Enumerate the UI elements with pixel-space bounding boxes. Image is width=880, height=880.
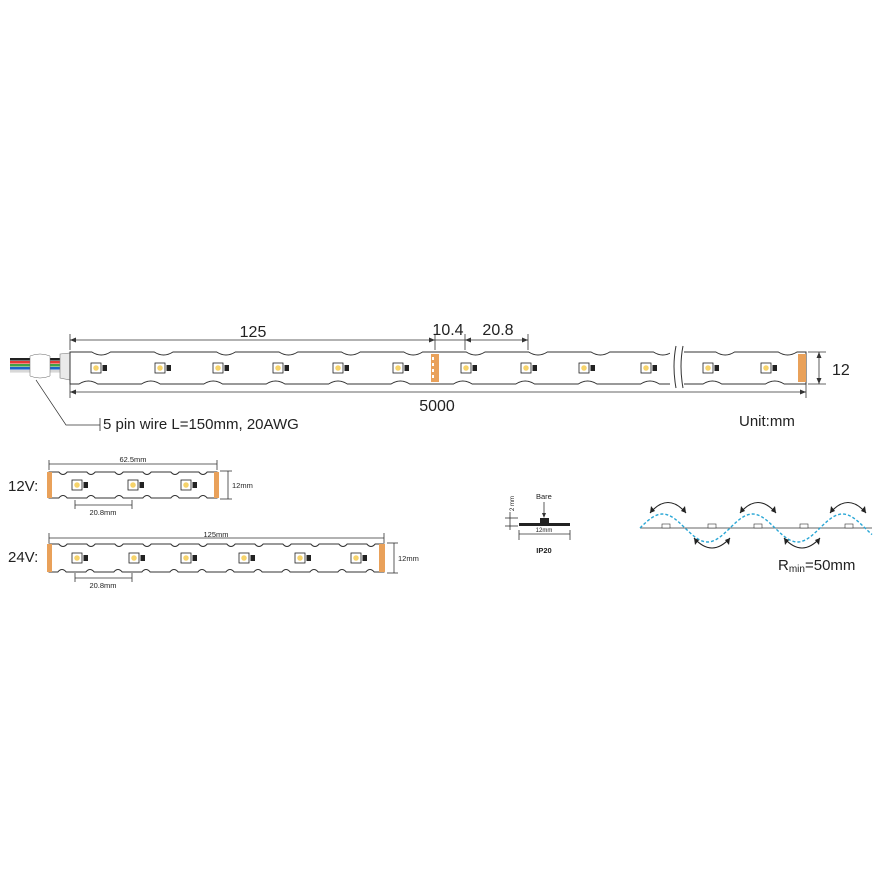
main-strip: 125 10.4 20.8 12 5000 — [10, 322, 850, 433]
ip-rating: IP20 — [536, 546, 551, 555]
led-chip — [272, 362, 289, 374]
unit-label: Unit:mm — [739, 413, 795, 430]
strip-24v-pad-right — [379, 544, 385, 572]
led-chip — [702, 362, 719, 374]
strip-24v: 24V: 125mm 20.8mm 12mm — [8, 530, 419, 590]
pcb-section — [519, 523, 570, 526]
cut-pads-middle — [431, 354, 439, 382]
dim-segment-label: 125 — [240, 324, 267, 341]
led-chip — [180, 479, 197, 491]
led-chip — [640, 362, 657, 374]
dim-pitch: 20.8 — [465, 322, 529, 350]
wire-note: 5 pin wire L=150mm, 20AWG — [103, 416, 299, 433]
dim-gap-label: 10.4 — [432, 322, 463, 339]
led-chip — [212, 362, 229, 374]
led-chip — [127, 479, 144, 491]
led-chip — [128, 552, 145, 564]
strip-12v-leds — [71, 479, 197, 491]
led-chip — [238, 552, 255, 564]
strip-12v-pad-right — [214, 472, 219, 498]
led-chip — [71, 552, 88, 564]
break-mark — [670, 345, 684, 389]
bend-wave — [639, 513, 873, 543]
dim-width: 12 — [808, 351, 850, 385]
wave-leds — [661, 523, 854, 529]
strip-24v-label: 24V: — [8, 549, 38, 566]
led-chip — [578, 362, 595, 374]
dim-segment: 125 — [69, 324, 436, 350]
led-chip — [520, 362, 537, 374]
cross-section: Bare 2 mm 12mm IP20 — [505, 492, 571, 555]
dim-total: 5000 — [69, 384, 807, 415]
dim-total-label: 5000 — [419, 398, 455, 415]
strip-12v: 12V: 62.5mm 20.8mm 12mm — [8, 455, 253, 517]
bend-diagram: Rmin=50mm — [639, 501, 873, 575]
strip-24v-dim-width: 12mm — [398, 554, 419, 563]
strip-12v-dim-width: 12mm — [232, 481, 253, 490]
led-chip — [294, 552, 311, 564]
main-strip-leds — [90, 362, 777, 374]
led-chip — [540, 518, 549, 523]
strip-24v-dim-segment: 125mm — [203, 530, 228, 539]
cut-pads-end — [798, 354, 806, 382]
strip-24v-dim-pitch: 20.8mm — [89, 581, 116, 590]
dim-gap: 10.4 — [432, 322, 466, 350]
led-chip — [154, 362, 171, 374]
strip-12v-dim-segment: 62.5mm — [119, 455, 146, 464]
led-chip — [332, 362, 349, 374]
wire-callout: 5 pin wire L=150mm, 20AWG — [35, 379, 299, 433]
strip-24v-leds — [71, 552, 367, 564]
strip-24v-body — [48, 543, 385, 573]
led-chip — [392, 362, 409, 374]
led-chip — [460, 362, 477, 374]
led-chip — [760, 362, 777, 374]
width-label: 12mm — [536, 528, 553, 534]
radius-label: Rmin=50mm — [778, 557, 855, 575]
strip-12v-label: 12V: — [8, 478, 38, 495]
bare-label: Bare — [536, 492, 552, 501]
led-chip — [350, 552, 367, 564]
strip-12v-dim-pitch: 20.8mm — [89, 508, 116, 517]
dim-pitch-label: 20.8 — [482, 322, 513, 339]
dim-width-label: 12 — [832, 362, 850, 379]
strip-24v-pad-left — [47, 544, 52, 572]
led-chip — [71, 479, 88, 491]
height-label: 2 mm — [510, 496, 516, 511]
led-chip — [90, 362, 107, 374]
strip-12v-pad-left — [47, 472, 52, 498]
led-chip — [180, 552, 197, 564]
